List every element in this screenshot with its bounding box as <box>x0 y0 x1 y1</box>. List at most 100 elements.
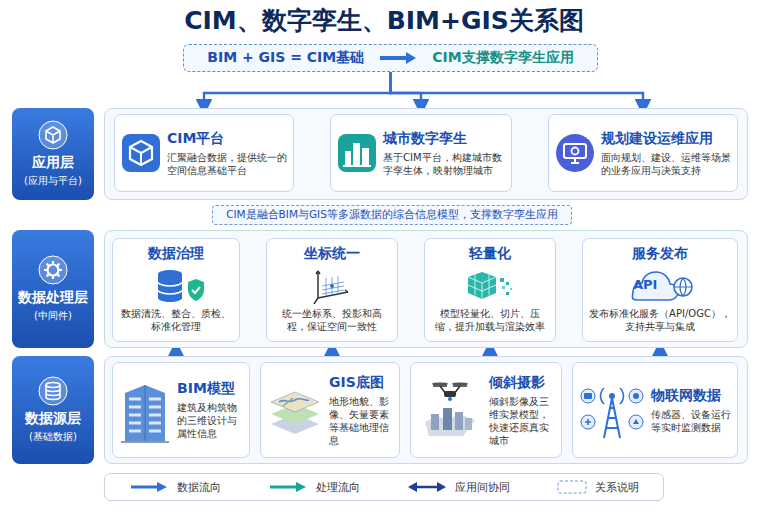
layer-label: 应用层 (应用与平台) <box>12 108 94 200</box>
source-card: GIS底图地形地貌、影像、矢量要素等基础地理信息 <box>260 362 400 458</box>
text: (应用与平台) <box>24 174 82 188</box>
icon <box>337 133 377 173</box>
layer-label: 数据处理层 (中间件) <box>12 230 94 348</box>
gis-icon <box>267 380 323 440</box>
plan-icon <box>555 133 595 173</box>
legend-text: 应用间协同 <box>455 480 510 495</box>
legend-text: 关系说明 <box>595 480 639 495</box>
text: BIM + GIS = CIM基础 <box>207 49 364 67</box>
icon <box>121 133 161 173</box>
process-box: 轻量化模型轻量化、切片、压缩，提升加载与渲染效率 <box>424 238 556 342</box>
icon <box>38 255 68 285</box>
legend-sample <box>407 481 447 493</box>
app-card: CIM平台汇聚融合数据，提供统一的空间信息基础平台 <box>114 114 294 192</box>
text: 统一坐标系、投影和高程，保证空间一致性 <box>273 307 391 333</box>
app-card: 城市数字孪生基于CIM平台，构建城市数字孪生体，映射物理城市 <box>330 114 512 192</box>
icon <box>148 268 204 304</box>
source-card: BIM模型建筑及构筑物的三维设计与属性信息 <box>112 362 250 458</box>
text-column: GIS底图地形地貌、影像、矢量要素等基础地理信息 <box>329 374 393 447</box>
legend-item: 数据流向 <box>129 480 221 495</box>
icon <box>119 375 171 445</box>
icon <box>38 120 68 150</box>
text: 应用层 <box>32 154 74 172</box>
iot-icon <box>579 378 645 442</box>
process-box: 数据治理数据清洗、整合、质检、标准化管理 <box>112 238 240 342</box>
text: 数据源层 <box>25 410 81 428</box>
text: 发布标准化服务（API/OGC），支持共享与集成 <box>589 307 731 333</box>
source-card: 倾斜摄影倾斜影像及三维实景模型，快速还原真实城市 <box>410 362 562 458</box>
legend-swatch <box>129 481 169 493</box>
text: 地形地貌、影像、矢量要素等基础地理信息 <box>329 395 393 447</box>
text: 数据清洗、整合、质检、标准化管理 <box>119 307 233 333</box>
text-column: 物联网数据传感器、设备运行等实时监测数据 <box>651 387 731 434</box>
legend-swatch <box>407 481 447 493</box>
text: 基于CIM平台，构建城市数字孪生体，映射物理城市 <box>383 151 505 177</box>
bim-icon <box>119 375 171 445</box>
text: 面向规划、建设、运维等场景的业务应用与决策支持 <box>601 151 731 177</box>
text: 汇聚融合数据，提供统一的空间信息基础平台 <box>167 151 287 177</box>
gov-icon <box>148 268 204 304</box>
cube-icon <box>38 120 68 150</box>
drone-icon <box>417 378 483 442</box>
source-card: 物联网数据传感器、设备运行等实时监测数据 <box>572 362 738 458</box>
api-label: API <box>633 277 657 292</box>
text: 物联网数据 <box>651 387 731 405</box>
icon: API <box>625 268 695 304</box>
icon <box>304 268 360 304</box>
gear-icon <box>38 255 68 285</box>
text: 传感器、设备运行等实时监测数据 <box>651 408 731 434</box>
text: (基础数据) <box>29 430 77 444</box>
text: 城市数字孪生 <box>383 130 505 148</box>
text: 服务发布 <box>632 245 688 263</box>
text: GIS底图 <box>329 374 393 392</box>
process-box: 服务发布 API 发布标准化服务（API/OGC），支持共享与集成 <box>582 238 738 342</box>
icon <box>462 268 518 304</box>
title: CIM、数字孪生、BIM+GIS关系图 <box>0 4 768 37</box>
legend-text: 数据流向 <box>177 480 221 495</box>
legend-sample <box>268 481 308 493</box>
formula-box: BIM + GIS = CIM基础 CIM支撑数字孪生应用 <box>183 44 598 72</box>
icon <box>38 376 68 406</box>
legend-item: 处理流向 <box>268 480 360 495</box>
legend: 数据流向 处理流向 应用间协同 关系说明 <box>104 473 664 501</box>
coord-icon <box>304 268 360 304</box>
icon <box>579 378 645 442</box>
text: 数据治理 <box>148 245 204 263</box>
cim-icon <box>121 133 161 173</box>
text: CIM支撑数字孪生应用 <box>432 49 573 67</box>
light-icon <box>462 268 518 304</box>
text-column: 城市数字孪生基于CIM平台，构建城市数字孪生体，映射物理城市 <box>383 130 505 177</box>
text: 倾斜摄影 <box>489 374 555 392</box>
legend-swatch <box>557 480 587 494</box>
legend-item: 关系说明 <box>557 480 639 495</box>
text-column: 规划建设运维应用面向规划、建设、运维等场景的业务应用与决策支持 <box>601 130 731 177</box>
process-box: 坐标统一统一坐标系、投影和高程，保证空间一致性 <box>266 238 398 342</box>
icon <box>267 380 323 440</box>
text: BIM模型 <box>177 380 243 398</box>
text-column: CIM平台汇聚融合数据，提供统一的空间信息基础平台 <box>167 130 287 177</box>
note-box: CIM是融合BIM与GIS等多源数据的综合信息模型，支撑数字孪生应用 <box>212 205 572 225</box>
layer-label: 数据源层 (基础数据) <box>12 356 94 464</box>
text-column: BIM模型建筑及构筑物的三维设计与属性信息 <box>177 380 243 440</box>
text: 坐标统一 <box>304 245 360 263</box>
text: 建筑及构筑物的三维设计与属性信息 <box>177 401 243 440</box>
legend-swatch <box>268 481 308 493</box>
text: 规划建设运维应用 <box>601 130 731 148</box>
text: 倾斜影像及三维实景模型，快速还原真实城市 <box>489 395 555 447</box>
legend-item: 应用间协同 <box>407 480 510 495</box>
text: CIM是融合BIM与GIS等多源数据的综合信息模型，支撑数字孪生应用 <box>226 208 558 222</box>
db-icon <box>38 376 68 406</box>
text: CIM平台 <box>167 130 287 148</box>
legend-sample <box>129 481 169 493</box>
text: 模型轻量化、切片、压缩，提升加载与渲染效率 <box>431 307 549 333</box>
text: 轻量化 <box>469 245 511 263</box>
icon <box>417 378 483 442</box>
arrow-icon <box>378 51 418 65</box>
text: (中间件) <box>34 309 72 323</box>
legend-text: 处理流向 <box>316 480 360 495</box>
legend-sample <box>557 480 587 494</box>
text-column: 倾斜摄影倾斜影像及三维实景模型，快速还原真实城市 <box>489 374 555 447</box>
app-card: 规划建设运维应用面向规划、建设、运维等场景的业务应用与决策支持 <box>548 114 738 192</box>
text: 数据处理层 <box>18 289 88 307</box>
